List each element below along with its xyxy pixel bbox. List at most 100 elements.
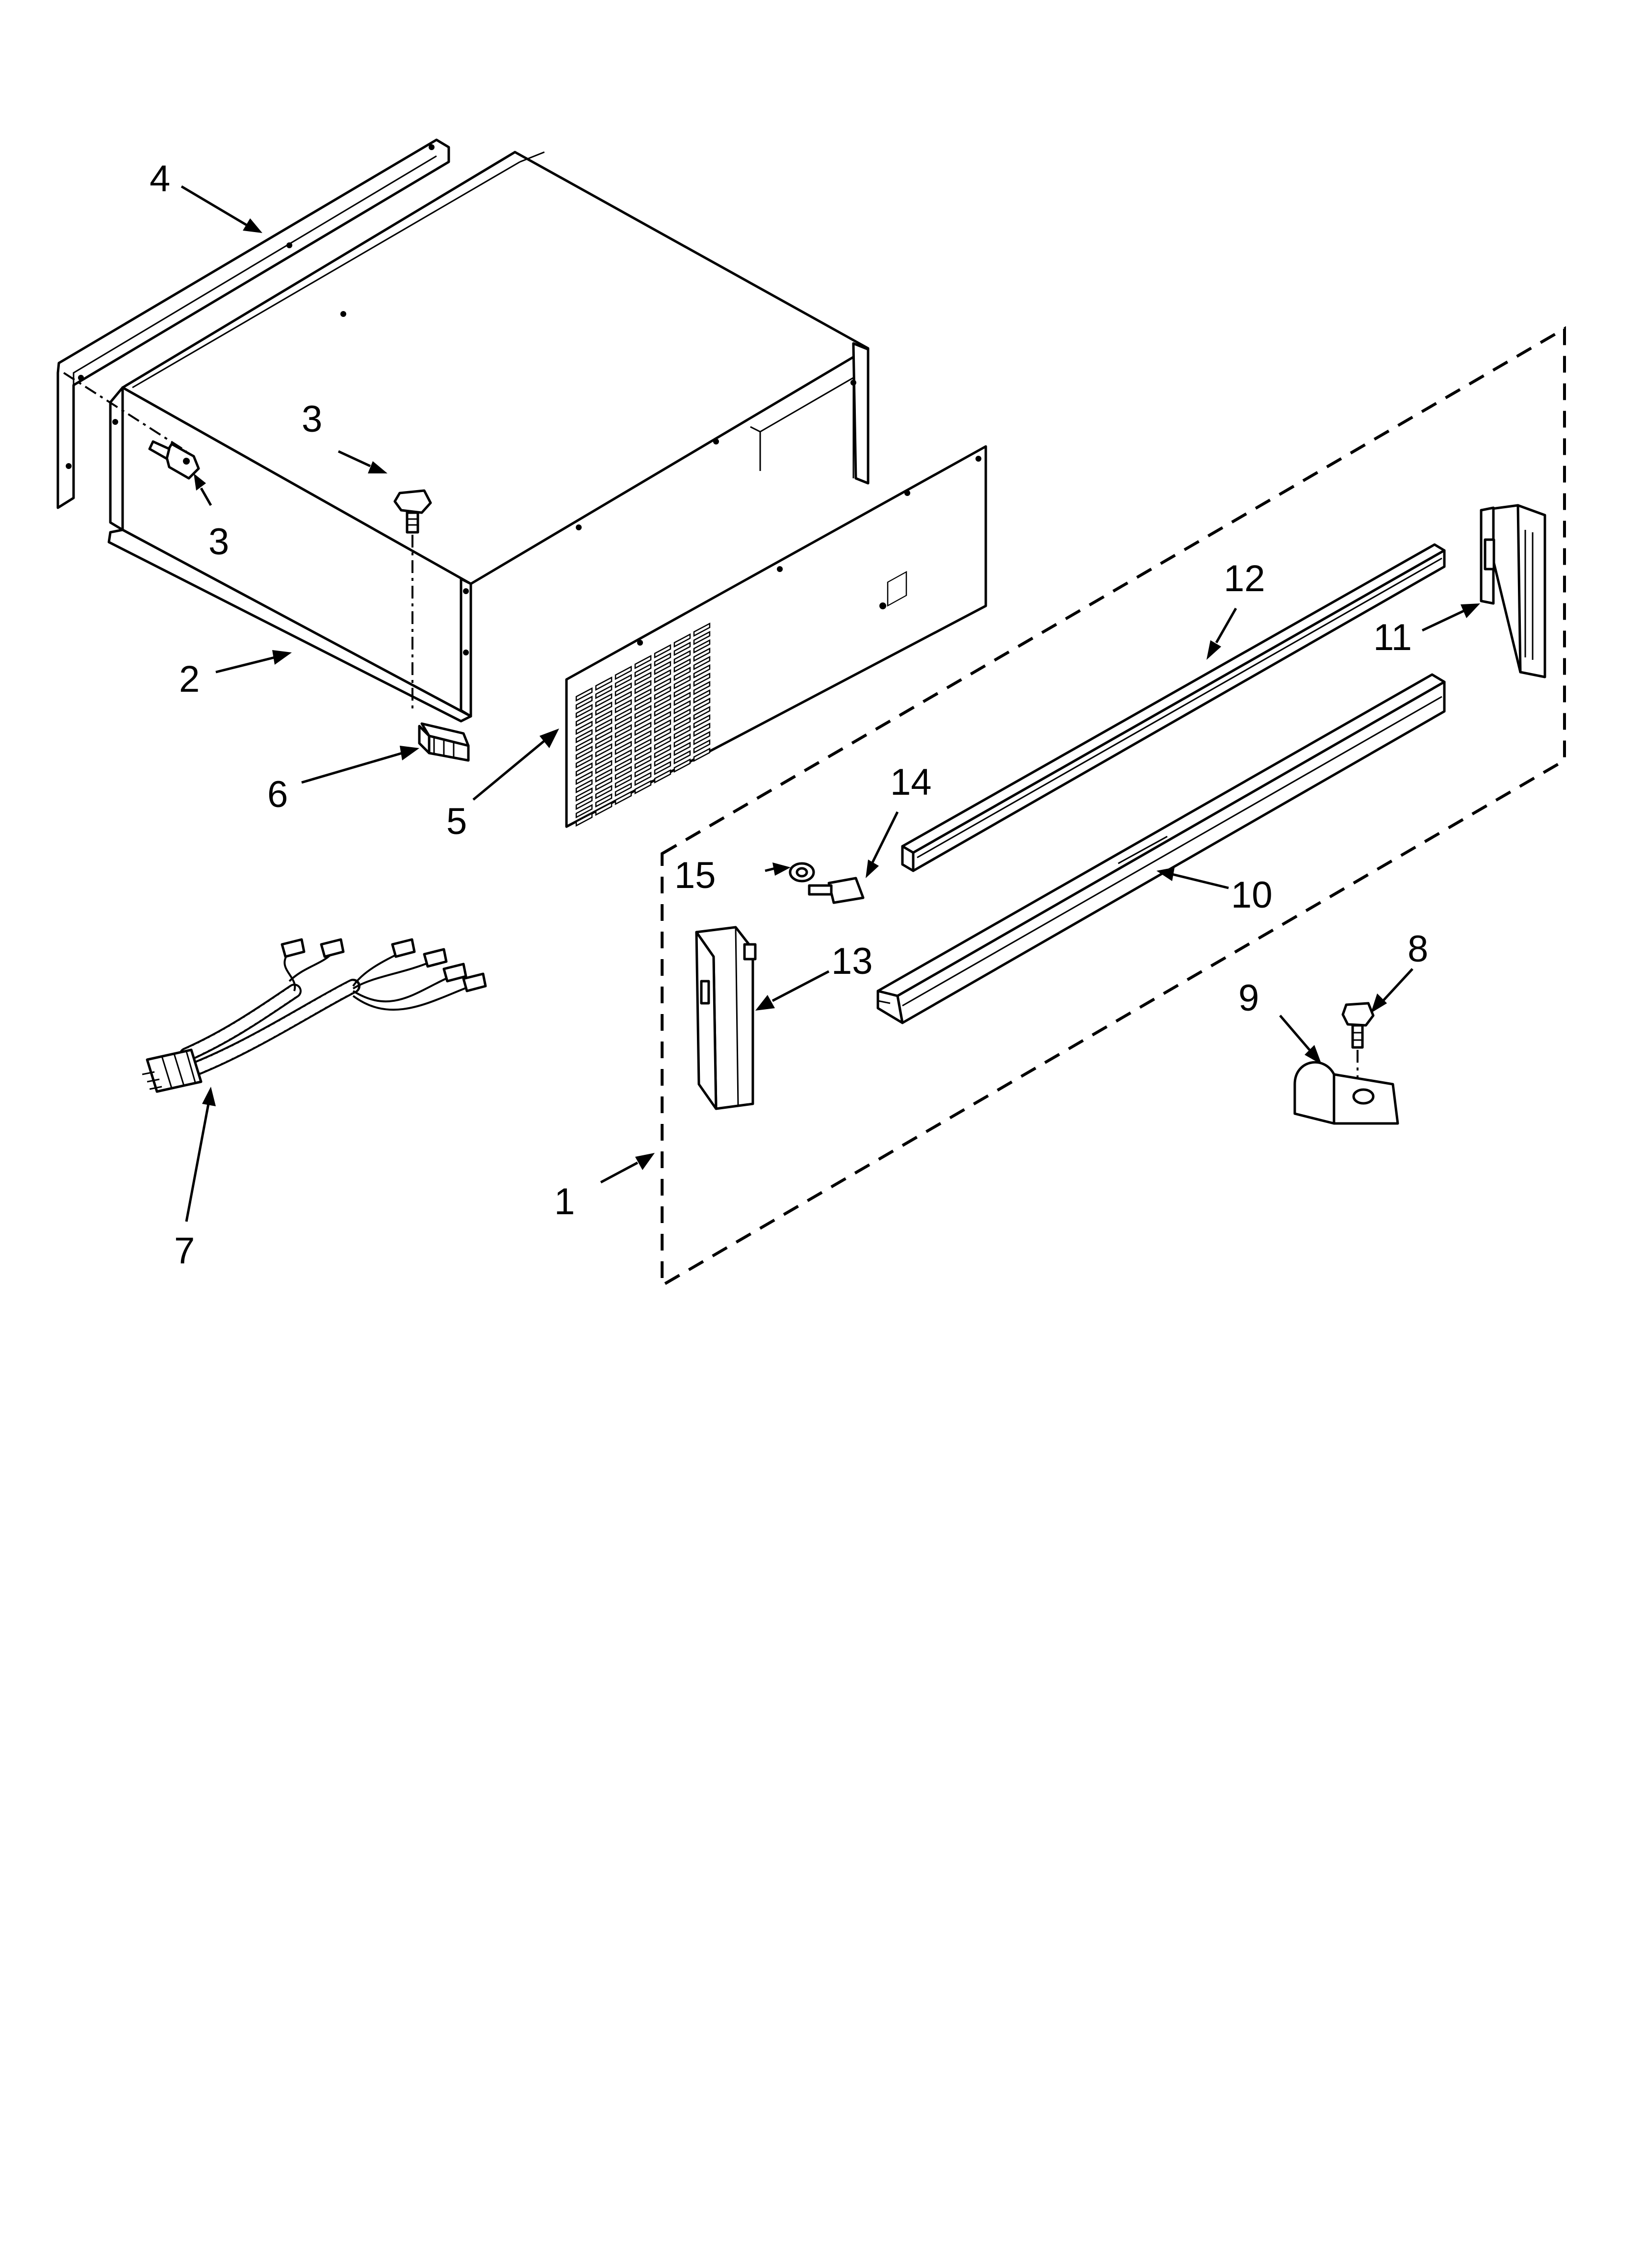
louver-slot (654, 677, 671, 692)
louver-slot (634, 738, 652, 753)
louver-slot (615, 674, 632, 689)
louver-slot (575, 704, 593, 719)
louver-slot (654, 660, 671, 676)
louver-slot (673, 700, 691, 715)
part-4-rear-flange (56, 138, 450, 509)
louver-slot (654, 702, 671, 717)
louver-slot (673, 716, 691, 731)
louver-slot (634, 755, 652, 770)
louver-slot (654, 694, 671, 709)
louver-slot (615, 690, 632, 705)
louver-slot (693, 697, 711, 712)
louver-slot (634, 780, 652, 795)
louver-slot (634, 746, 652, 761)
louver-slot (615, 740, 632, 756)
louver-slot (693, 664, 711, 679)
louver-slot (595, 759, 613, 775)
part-6-screw (1341, 1002, 1375, 1084)
louver-slot (654, 760, 671, 776)
louver-slot (575, 812, 593, 827)
louver-slot (634, 688, 652, 703)
callout-10: 10 (1231, 874, 1273, 916)
louver-slot (634, 696, 652, 711)
louver-slot (615, 707, 632, 722)
kit-boundary-dashed (661, 326, 1566, 1288)
louver-slot (634, 713, 652, 728)
louver-slot (575, 712, 593, 727)
callout-3b: 3 (208, 521, 229, 563)
callout-12: 12 (1224, 558, 1265, 600)
callout-7: 7 (174, 1230, 195, 1272)
louver-slot (575, 695, 593, 710)
louver-slot (693, 680, 711, 696)
louver-slot (595, 676, 613, 691)
louver-slot (634, 763, 652, 778)
louver-slot (595, 793, 613, 808)
louver-slot (634, 679, 652, 695)
part-15-washer (789, 862, 815, 883)
louver-slot (654, 752, 671, 767)
louver-slot (575, 779, 593, 794)
louver-slot (595, 768, 613, 783)
callout-2: 2 (179, 658, 200, 700)
louver-slot (673, 650, 691, 665)
louver-slot (595, 709, 613, 725)
louver-slot (693, 672, 711, 687)
louver-slot (654, 652, 671, 667)
louver-slot (634, 721, 652, 736)
louver-slot (693, 722, 711, 737)
part-9-clamp (1293, 1061, 1399, 1125)
louver-slot (595, 726, 613, 741)
louver-slot (595, 784, 613, 800)
louver-slot (634, 654, 652, 670)
louver-slot (575, 737, 593, 752)
louver-slot (673, 750, 691, 765)
louver-slot (654, 719, 671, 734)
louver-slot (615, 715, 632, 730)
louver-slot (693, 714, 711, 729)
louver-slot (595, 684, 613, 700)
louver-slot (575, 770, 593, 785)
louver-slot (595, 718, 613, 733)
louver-slot (693, 630, 711, 646)
louver-slot (615, 757, 632, 772)
louver-slot (693, 689, 711, 704)
callout-13: 13 (831, 940, 873, 982)
louver-slot (575, 720, 593, 735)
grille-louvers (575, 622, 711, 827)
louver-slot (615, 790, 632, 806)
callout-11: 11 (1373, 617, 1412, 658)
louver-slot (595, 776, 613, 791)
louver-slot (575, 804, 593, 819)
louver-slot (595, 743, 613, 758)
part-13-end-bracket (695, 926, 757, 1110)
louver-slot (693, 639, 711, 654)
callout-6: 8 (1408, 928, 1428, 970)
callout-4: 4 (150, 158, 170, 200)
callout-9: 9 (1238, 977, 1259, 1019)
part-7-wire-harness (142, 938, 487, 1093)
part-2-base-housing (107, 151, 870, 723)
louver-slot (693, 739, 711, 754)
louver-slot (615, 699, 632, 714)
part-3a-screw-side (63, 372, 200, 480)
louver-slot (654, 644, 671, 659)
louver-slot (634, 671, 652, 686)
louver-slot (673, 741, 691, 756)
part-12-upper-rail (901, 543, 1446, 872)
louver-slot (575, 687, 593, 702)
part-3b-screw-vertical (393, 489, 432, 711)
louver-slot (673, 725, 691, 740)
louver-slot (673, 675, 691, 690)
louver-slot (654, 685, 671, 701)
louver-slot (595, 751, 613, 766)
louver-slot (654, 710, 671, 726)
louver-slot (673, 708, 691, 723)
louver-slot (575, 729, 593, 744)
louver-slot (673, 666, 691, 681)
part-10-lower-rail (876, 673, 1446, 1024)
louver-slot (575, 787, 593, 802)
callout-15: 15 (674, 855, 716, 896)
part-14-plug (808, 877, 865, 904)
